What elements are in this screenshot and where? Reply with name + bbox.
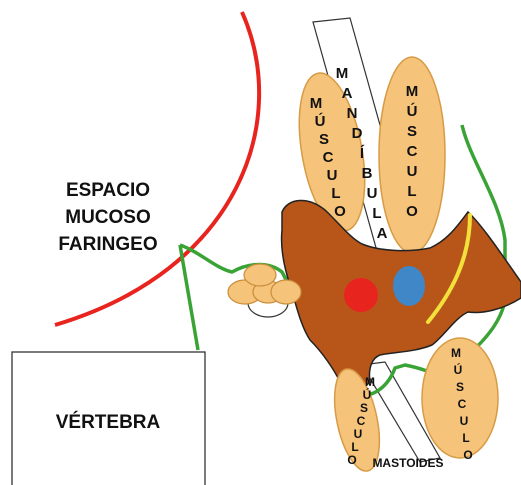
muscle-letter: Ú (363, 387, 372, 402)
muscle-letter: O (347, 453, 356, 467)
muscle-letter: C (357, 414, 366, 428)
muscle-letter: O (334, 203, 346, 220)
muscle-letter: Ú (454, 362, 463, 377)
pharyngeal-arc (55, 12, 259, 325)
muscle-letter: M (451, 346, 461, 360)
mandible-letter: B (362, 165, 373, 182)
mandible-letter: N (347, 105, 358, 122)
muscle-letter: S (319, 131, 329, 148)
muscle-letter: L (351, 440, 358, 454)
red-dot (344, 278, 378, 312)
muscle-letter: Ú (407, 102, 418, 120)
label-mucoso: MUCOSO (65, 207, 151, 228)
muscle-letter: Ú (315, 112, 326, 130)
muscle-letter: S (407, 123, 417, 140)
muscle-letter: U (354, 427, 363, 441)
mandible-letter: U (367, 185, 378, 202)
muscle-letter: O (406, 203, 418, 220)
muscle-letter: M (406, 83, 419, 100)
mastoid-label: MASTOIDES (372, 456, 443, 470)
muscle-letter: S (456, 380, 464, 394)
muscle-letter: C (458, 397, 467, 411)
blue-dot (393, 266, 425, 306)
mandible-letter: D (352, 125, 363, 142)
muscle-letter: C (407, 143, 418, 160)
muscle-letter: U (327, 167, 338, 184)
muscle-letter: M (310, 95, 323, 112)
muscle-letter: L (331, 185, 340, 202)
mandible-letter: A (342, 85, 353, 102)
muscle-letter: U (407, 163, 418, 180)
muscle-letter: M (365, 375, 375, 389)
muscle-letter: U (460, 414, 469, 428)
mandible-letter: A (377, 225, 388, 242)
muscle-letter: L (407, 183, 416, 200)
muscle-letter: L (462, 431, 469, 445)
muscle-letter: O (463, 448, 472, 462)
vertebra-label: VÉRTEBRA (56, 411, 161, 433)
label-faringeo: FARINGEO (58, 234, 157, 255)
muscle-letter: C (323, 149, 334, 166)
muscle-right-label: M Ú S C U L O (406, 83, 419, 220)
pharyngeal-space-label: ESPACIO MUCOSO FARINGEO (58, 180, 157, 255)
label-espacio: ESPACIO (66, 180, 150, 201)
mandible-letter: M (336, 65, 349, 82)
mandible-letter: L (372, 205, 381, 222)
muscle-letter: S (360, 401, 368, 415)
